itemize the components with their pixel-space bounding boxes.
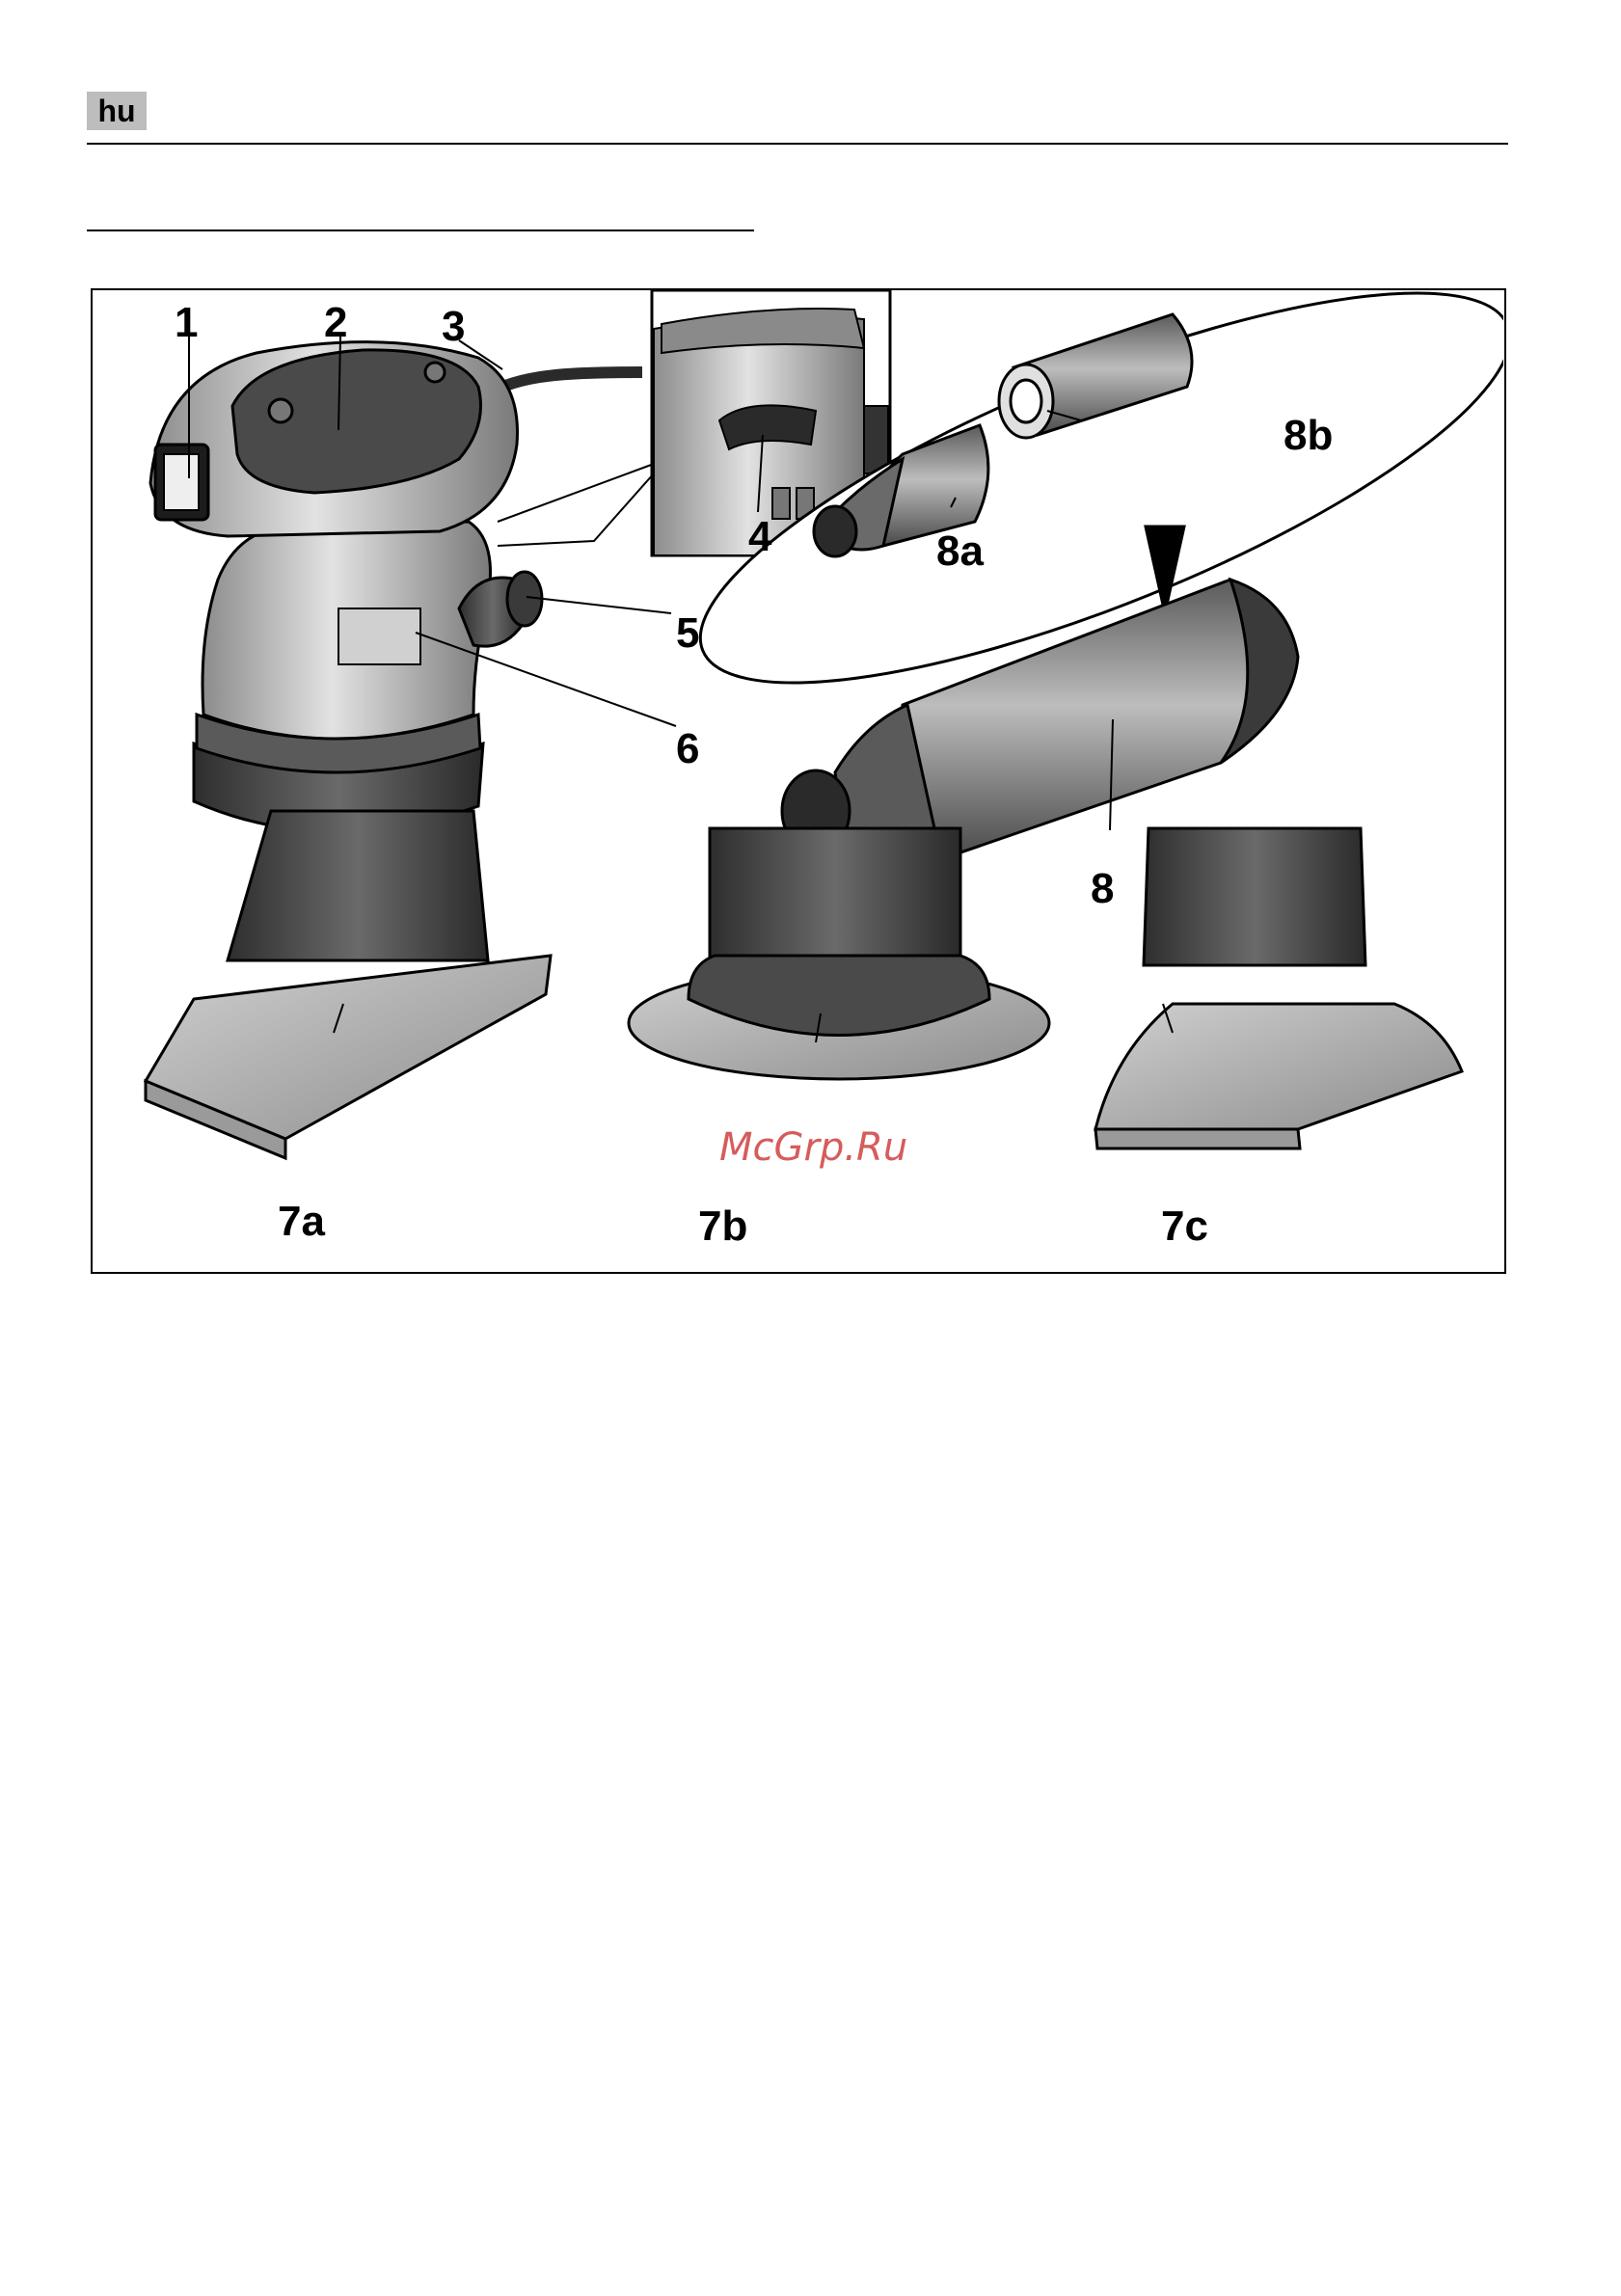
callout-6: 6 <box>676 725 699 772</box>
callout-2: 2 <box>324 299 347 346</box>
sander-body <box>150 342 642 832</box>
sander-diagram: 1 2 3 4 5 6 8a 8b 8 7a 7b 7c McGrp.Ru <box>93 290 1503 1271</box>
callout-8: 8 <box>1091 865 1114 912</box>
callout-8a: 8a <box>936 527 984 575</box>
section-title-rule <box>87 230 754 231</box>
callout-5: 5 <box>676 609 699 657</box>
base-plate-7c <box>1095 828 1462 1148</box>
header-rule <box>87 143 1508 145</box>
base-plate-7b <box>629 828 1049 1079</box>
callout-7a: 7a <box>278 1198 325 1245</box>
callout-7b: 7b <box>698 1202 747 1250</box>
language-badge: hu <box>87 92 147 130</box>
product-illustration-figure: 1 2 3 4 5 6 8a 8b 8 7a 7b 7c McGrp.Ru <box>91 288 1506 1274</box>
callout-7c: 7c <box>1161 1202 1208 1250</box>
callout-8b: 8b <box>1283 412 1333 459</box>
watermark: McGrp.Ru <box>719 1125 907 1170</box>
callout-3: 3 <box>442 303 465 350</box>
callout-4: 4 <box>748 513 772 560</box>
callout-1: 1 <box>175 299 198 346</box>
base-plate-7a <box>146 811 551 1158</box>
